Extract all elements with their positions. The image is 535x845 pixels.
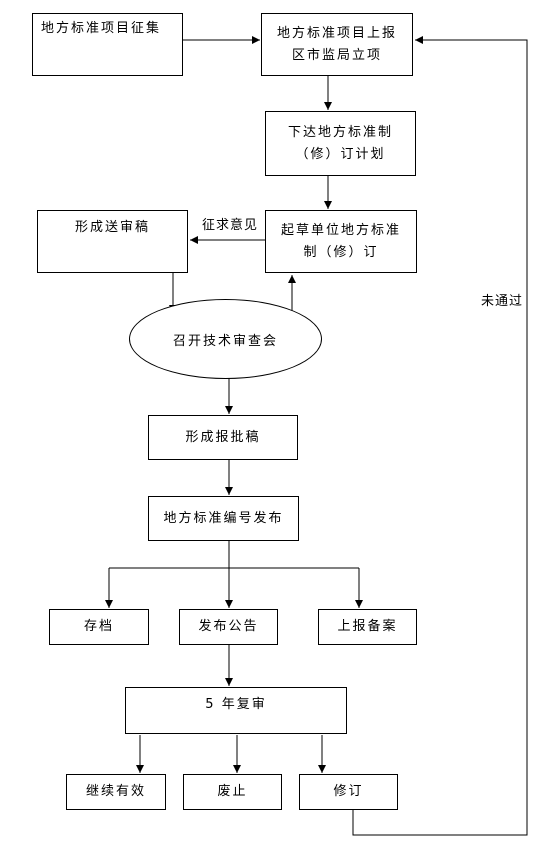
node-plan-line1: 下达地方标准制	[287, 124, 393, 140]
node-archive: 存档	[49, 609, 149, 645]
node-five-year-review-label: 5 年复审	[205, 697, 267, 712]
node-plan: 下达地方标准制 （修）订计划	[265, 111, 416, 176]
edge-label-not-passed: 未通过	[481, 290, 524, 309]
node-continue-valid: 继续有效	[66, 774, 166, 810]
node-five-year-review: 5 年复审	[125, 687, 347, 734]
node-announce: 发布公告	[179, 609, 278, 645]
node-meeting: 召开技术审查会	[129, 299, 322, 379]
node-report: 地方标准项目上报 区市监局立项	[261, 13, 413, 76]
node-filing: 上报备案	[318, 609, 417, 645]
node-approval-draft: 形成报批稿	[148, 415, 298, 460]
node-plan-line2: （修）订计划	[295, 146, 386, 162]
node-archive-label: 存档	[83, 619, 114, 634]
node-collect: 地方标准项目征集	[32, 13, 183, 76]
node-draft: 起草单位地方标准 制（修）订	[265, 210, 417, 273]
node-publish-label: 地方标准编号发布	[163, 510, 284, 526]
node-revise-label: 修订	[333, 784, 364, 799]
feedback-not-passed-line	[352, 36, 528, 836]
node-meeting-label: 召开技术审查会	[172, 333, 278, 349]
node-announce-label: 发布公告	[198, 619, 259, 634]
node-continue-valid-label: 继续有效	[85, 784, 146, 799]
node-report-line1: 地方标准项目上报	[276, 25, 397, 41]
node-report-line2: 区市监局立项	[291, 47, 382, 63]
node-abolish-label: 废止	[217, 784, 248, 799]
branch-publish	[109, 541, 359, 569]
node-draft-line2: 制（修）订	[303, 244, 379, 260]
edge-label-solicit: 征求意见	[202, 214, 259, 233]
node-revise: 修订	[299, 774, 398, 810]
node-publish: 地方标准编号发布	[148, 496, 299, 541]
node-approval-draft-label: 形成报批稿	[185, 429, 261, 445]
node-filing-label: 上报备案	[337, 619, 398, 634]
node-abolish: 废止	[183, 774, 282, 810]
node-draft-line1: 起草单位地方标准	[280, 222, 401, 238]
node-review-draft-label: 形成送审稿	[74, 220, 150, 235]
node-review-draft: 形成送审稿	[37, 210, 188, 273]
node-collect-label: 地方标准项目征集	[41, 21, 162, 36]
